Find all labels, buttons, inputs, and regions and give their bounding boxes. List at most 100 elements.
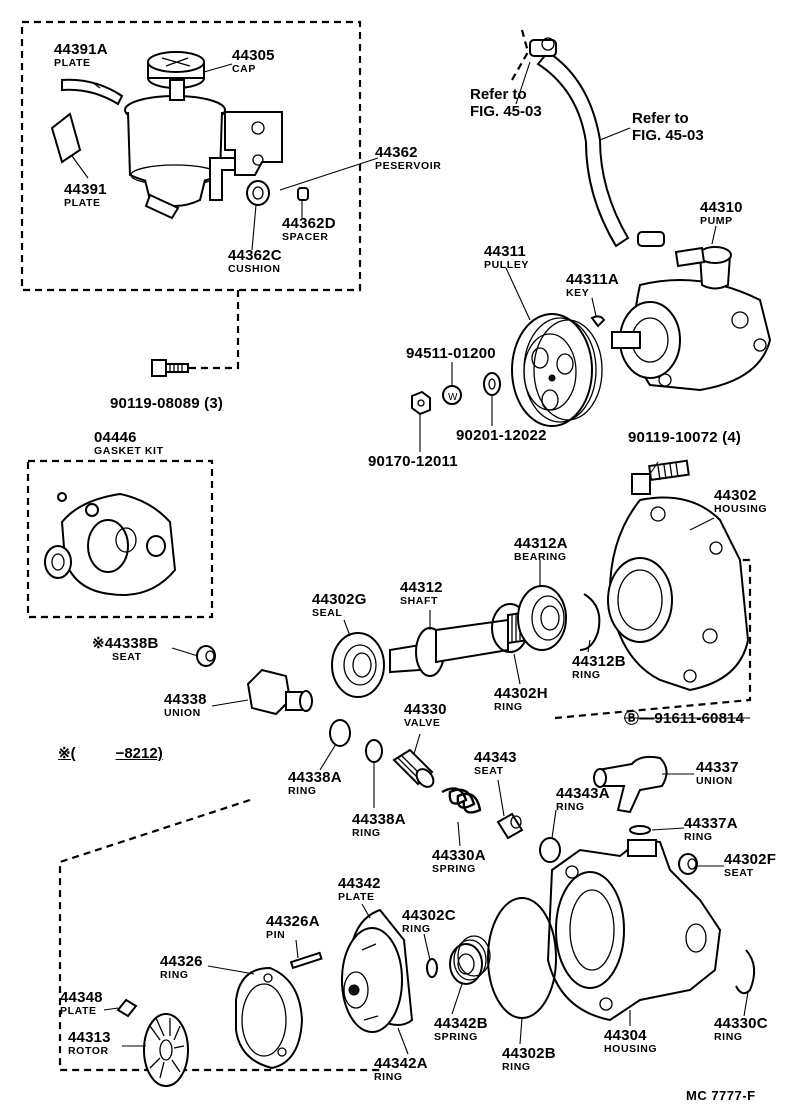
ring-44338A-1 bbox=[329, 719, 351, 747]
plate-44391A bbox=[61, 78, 124, 106]
part-number: 44302 bbox=[714, 487, 757, 504]
plate-44348 bbox=[116, 998, 138, 1018]
part-number: 44348 bbox=[60, 989, 103, 1006]
part-name: RING bbox=[684, 831, 713, 843]
part-number: 44362 bbox=[375, 144, 418, 161]
ring-44326 bbox=[235, 966, 304, 1070]
part-name: PESERVOIR bbox=[375, 160, 442, 172]
gasket-kit-group-box bbox=[26, 459, 214, 619]
part-name: RING bbox=[352, 827, 381, 839]
part-number: 90119-10072 (4) bbox=[628, 429, 742, 446]
bolt-90119-10072 bbox=[631, 459, 690, 495]
gasket-kit-04446 bbox=[44, 492, 177, 596]
part-name: RING bbox=[572, 669, 601, 681]
seat-44338B bbox=[196, 645, 216, 667]
part-name: SPRING bbox=[432, 863, 476, 875]
refer-fig: FIG. 45-03 bbox=[632, 127, 704, 145]
part-name: VALVE bbox=[404, 717, 441, 729]
seat-44343 bbox=[496, 812, 524, 840]
label-91611-60814: Ⓑ—91611-60814 bbox=[624, 711, 744, 726]
ring-44312B bbox=[579, 593, 601, 651]
leader-lines bbox=[71, 61, 750, 1055]
part-name: SEAT bbox=[112, 651, 142, 663]
pin-44326A bbox=[289, 951, 323, 970]
label-90201-12022: 90201-12022 bbox=[456, 428, 547, 443]
part-number: Ⓑ—91611-60814 bbox=[624, 710, 745, 727]
label-90119-10072: 90119-10072 (4) bbox=[628, 430, 741, 445]
part-name: GASKET KIT bbox=[94, 445, 164, 457]
part-name: HOUSING bbox=[604, 1043, 658, 1055]
bolt-90119-08089 bbox=[151, 359, 189, 377]
part-name: RING bbox=[502, 1061, 531, 1073]
part-name: RING bbox=[714, 1031, 743, 1043]
ring-44330C bbox=[735, 949, 756, 995]
part-number: 04446 bbox=[94, 429, 137, 446]
refer-text: Refer to bbox=[470, 86, 527, 103]
rotor-44313 bbox=[143, 1013, 189, 1087]
part-name: ROTOR bbox=[68, 1045, 109, 1057]
part-number: 44312A bbox=[514, 535, 568, 552]
part-name: SEAL bbox=[312, 607, 343, 619]
part-number: 44302B bbox=[502, 1045, 556, 1062]
reservoir-bracket bbox=[224, 111, 283, 176]
part-name: SPACER bbox=[282, 231, 329, 243]
svg-text:W: W bbox=[448, 392, 458, 403]
part-number: 44326 bbox=[160, 953, 203, 970]
part-number: 44305 bbox=[232, 47, 275, 64]
housing-group-bracket bbox=[554, 558, 752, 720]
spring-44342B bbox=[449, 935, 491, 985]
part-number: 44304 bbox=[604, 1027, 647, 1044]
part-name: PULLEY bbox=[484, 259, 530, 271]
part-name: RING bbox=[402, 923, 431, 935]
part-number: 44330C bbox=[714, 1015, 768, 1032]
part-number: 90170-12011 bbox=[368, 453, 458, 470]
part-name: BEARING bbox=[514, 551, 567, 563]
serial-note: ※(−8212) bbox=[58, 746, 163, 761]
part-number: 44342B bbox=[434, 1015, 488, 1032]
washer-90201-12022 bbox=[483, 372, 501, 396]
key-44311A bbox=[590, 315, 606, 328]
part-number: 44362C bbox=[228, 247, 282, 264]
part-name: PLATE bbox=[338, 891, 375, 903]
part-number: 44391 bbox=[64, 181, 107, 198]
part-number: 44343 bbox=[474, 749, 517, 766]
ring-44343A bbox=[539, 837, 561, 863]
part-number: 90119-08089 (3) bbox=[110, 395, 224, 412]
part-name: PLATE bbox=[54, 57, 91, 69]
part-number: 44330A bbox=[432, 847, 486, 864]
part-number: 44312 bbox=[400, 579, 443, 596]
ring-44337A bbox=[629, 825, 651, 835]
part-number: 44337A bbox=[684, 815, 738, 832]
part-number: 44311A bbox=[566, 271, 619, 288]
part-name: RING bbox=[160, 969, 189, 981]
note-range: −8212) bbox=[115, 745, 163, 762]
plate-44342 bbox=[341, 908, 414, 1033]
label-90170-12011: 90170-12011 bbox=[368, 454, 458, 469]
spring-44330A bbox=[441, 787, 482, 814]
part-name: SEAT bbox=[474, 765, 504, 777]
label-90119-08089: 90119-08089 (3) bbox=[110, 396, 223, 411]
part-name: KEY bbox=[566, 287, 590, 299]
